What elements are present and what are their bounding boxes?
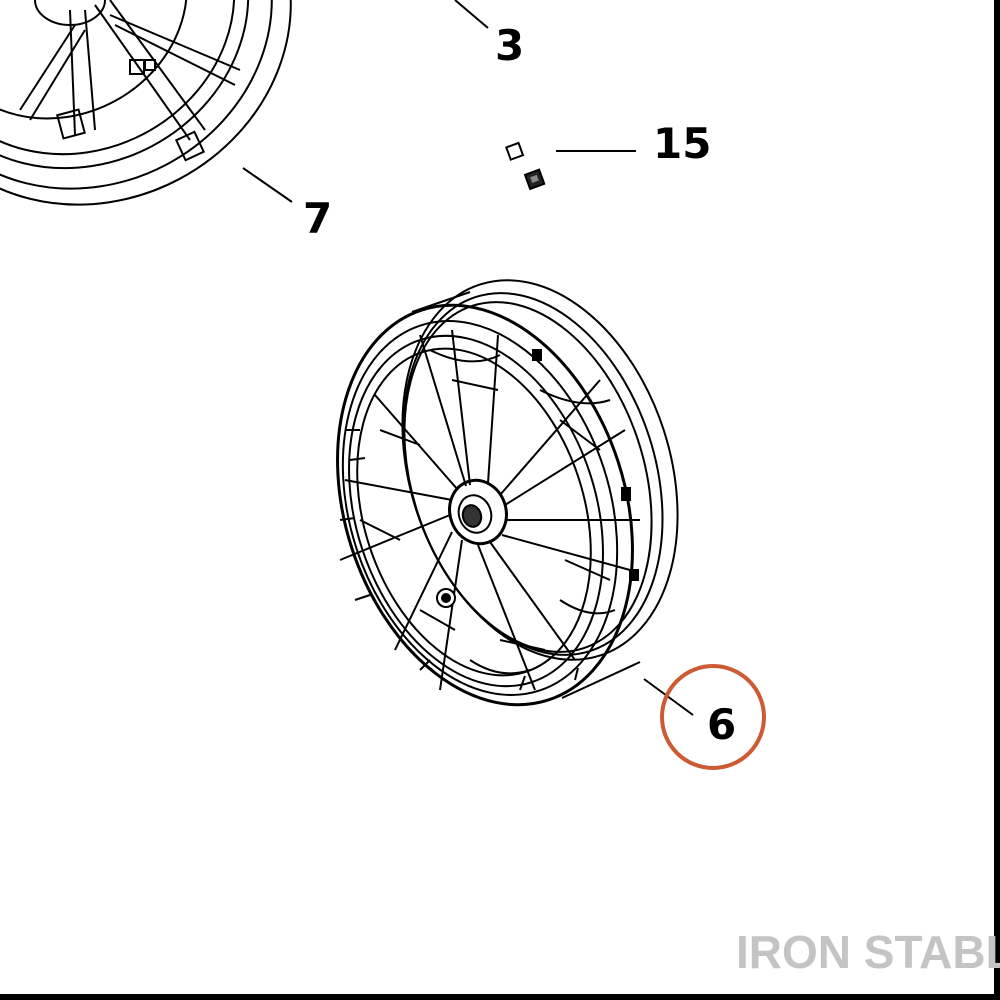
wheel-weight-icon [523, 168, 546, 191]
callout-15: 15 [653, 119, 711, 168]
watermark-text: IRON STABLE [736, 926, 1000, 978]
rear-wheel-icon [0, 0, 292, 206]
leader-line-7 [242, 167, 293, 203]
front-wheel-icon [336, 279, 679, 707]
leader-line-3 [454, 0, 489, 29]
frame-bottom-edge [0, 994, 1000, 1000]
highlight-circle [660, 664, 766, 770]
callout-3: 3 [495, 21, 524, 70]
callout-7: 7 [303, 194, 332, 243]
valve-cap-icon [505, 141, 525, 161]
leader-line-6 [643, 678, 694, 716]
frame-right-edge [994, 0, 1000, 1000]
callout-6: 6 [707, 700, 736, 749]
